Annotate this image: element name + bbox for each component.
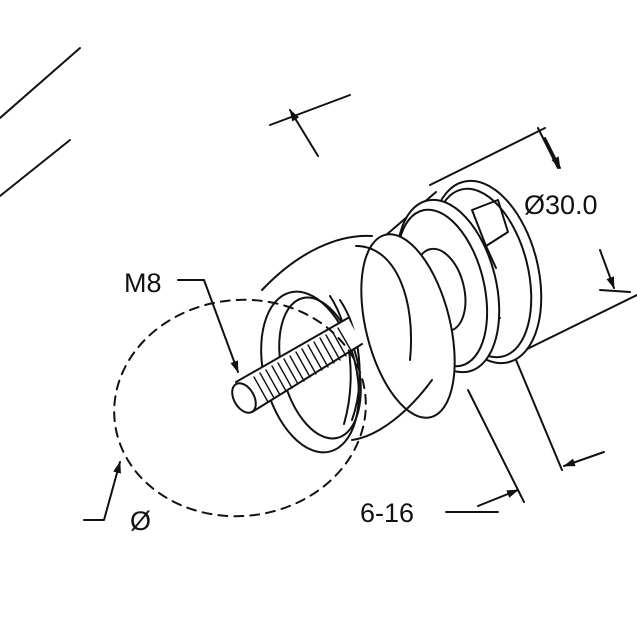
threaded-stud [231, 317, 363, 414]
outer-diameter-label: Ø30.0 [524, 190, 598, 220]
glass-hole-dashed [113, 298, 367, 518]
outer-diameter-dimension [537, 127, 631, 293]
hole-diameter-label: Ø [130, 506, 151, 536]
thread-lines [253, 327, 353, 403]
thread-leader [177, 279, 239, 373]
orientation-arrow [289, 109, 319, 157]
hole-diameter-leader [83, 461, 121, 521]
thickness-label: 6-16 [360, 498, 414, 528]
thread-label: M8 [124, 268, 162, 298]
glass-panel-outline [0, 47, 637, 356]
thickness-dimension [445, 359, 605, 513]
